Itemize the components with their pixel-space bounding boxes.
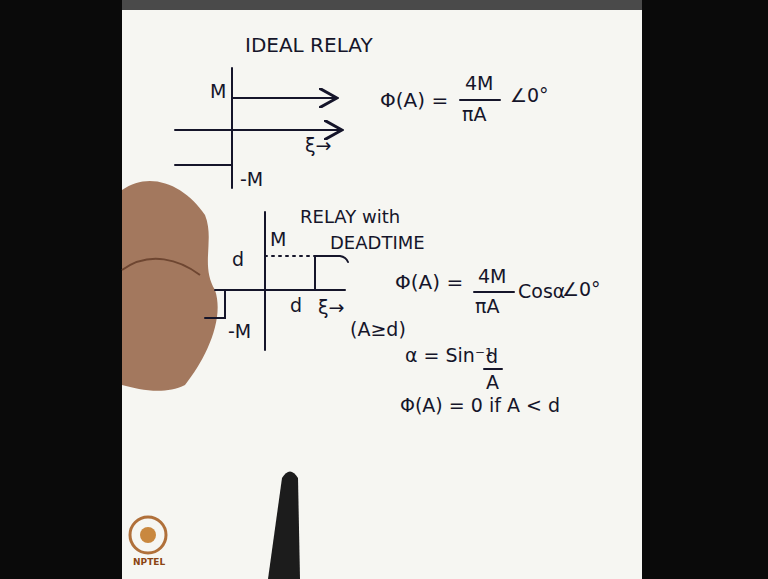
- formula: 4M: [478, 267, 506, 286]
- formula: d: [486, 347, 498, 366]
- heading: RELAY with: [300, 208, 400, 226]
- logo-text: NPTEL: [133, 558, 165, 567]
- formula: Φ(A) =: [395, 272, 463, 292]
- condition: (A≥d): [350, 320, 406, 339]
- formula: 4M: [465, 74, 493, 93]
- axis-label: M: [210, 82, 226, 101]
- axis-label: d: [232, 250, 244, 269]
- heading: IDEAL RELAY: [245, 35, 373, 55]
- axis-label: M: [270, 230, 286, 249]
- heading: DEADTIME: [330, 234, 425, 252]
- formula: ∠0°: [562, 280, 601, 299]
- axis-label: ξ→: [318, 298, 345, 317]
- formula: α = Sin⁻¹: [405, 346, 493, 365]
- formula: A: [486, 373, 499, 392]
- axis-label: ξ→: [305, 136, 332, 155]
- formula: Cosα: [518, 282, 565, 301]
- axis-label: -M: [240, 170, 263, 189]
- formula: Φ(A) = 0 if A < d: [400, 396, 560, 415]
- formula: πA: [475, 297, 499, 316]
- axis-label: d: [290, 296, 302, 315]
- axis-label: -M: [228, 322, 251, 341]
- formula: Φ(A) =: [380, 90, 448, 110]
- formula: πA: [462, 105, 486, 124]
- formula: ∠0°: [510, 86, 549, 105]
